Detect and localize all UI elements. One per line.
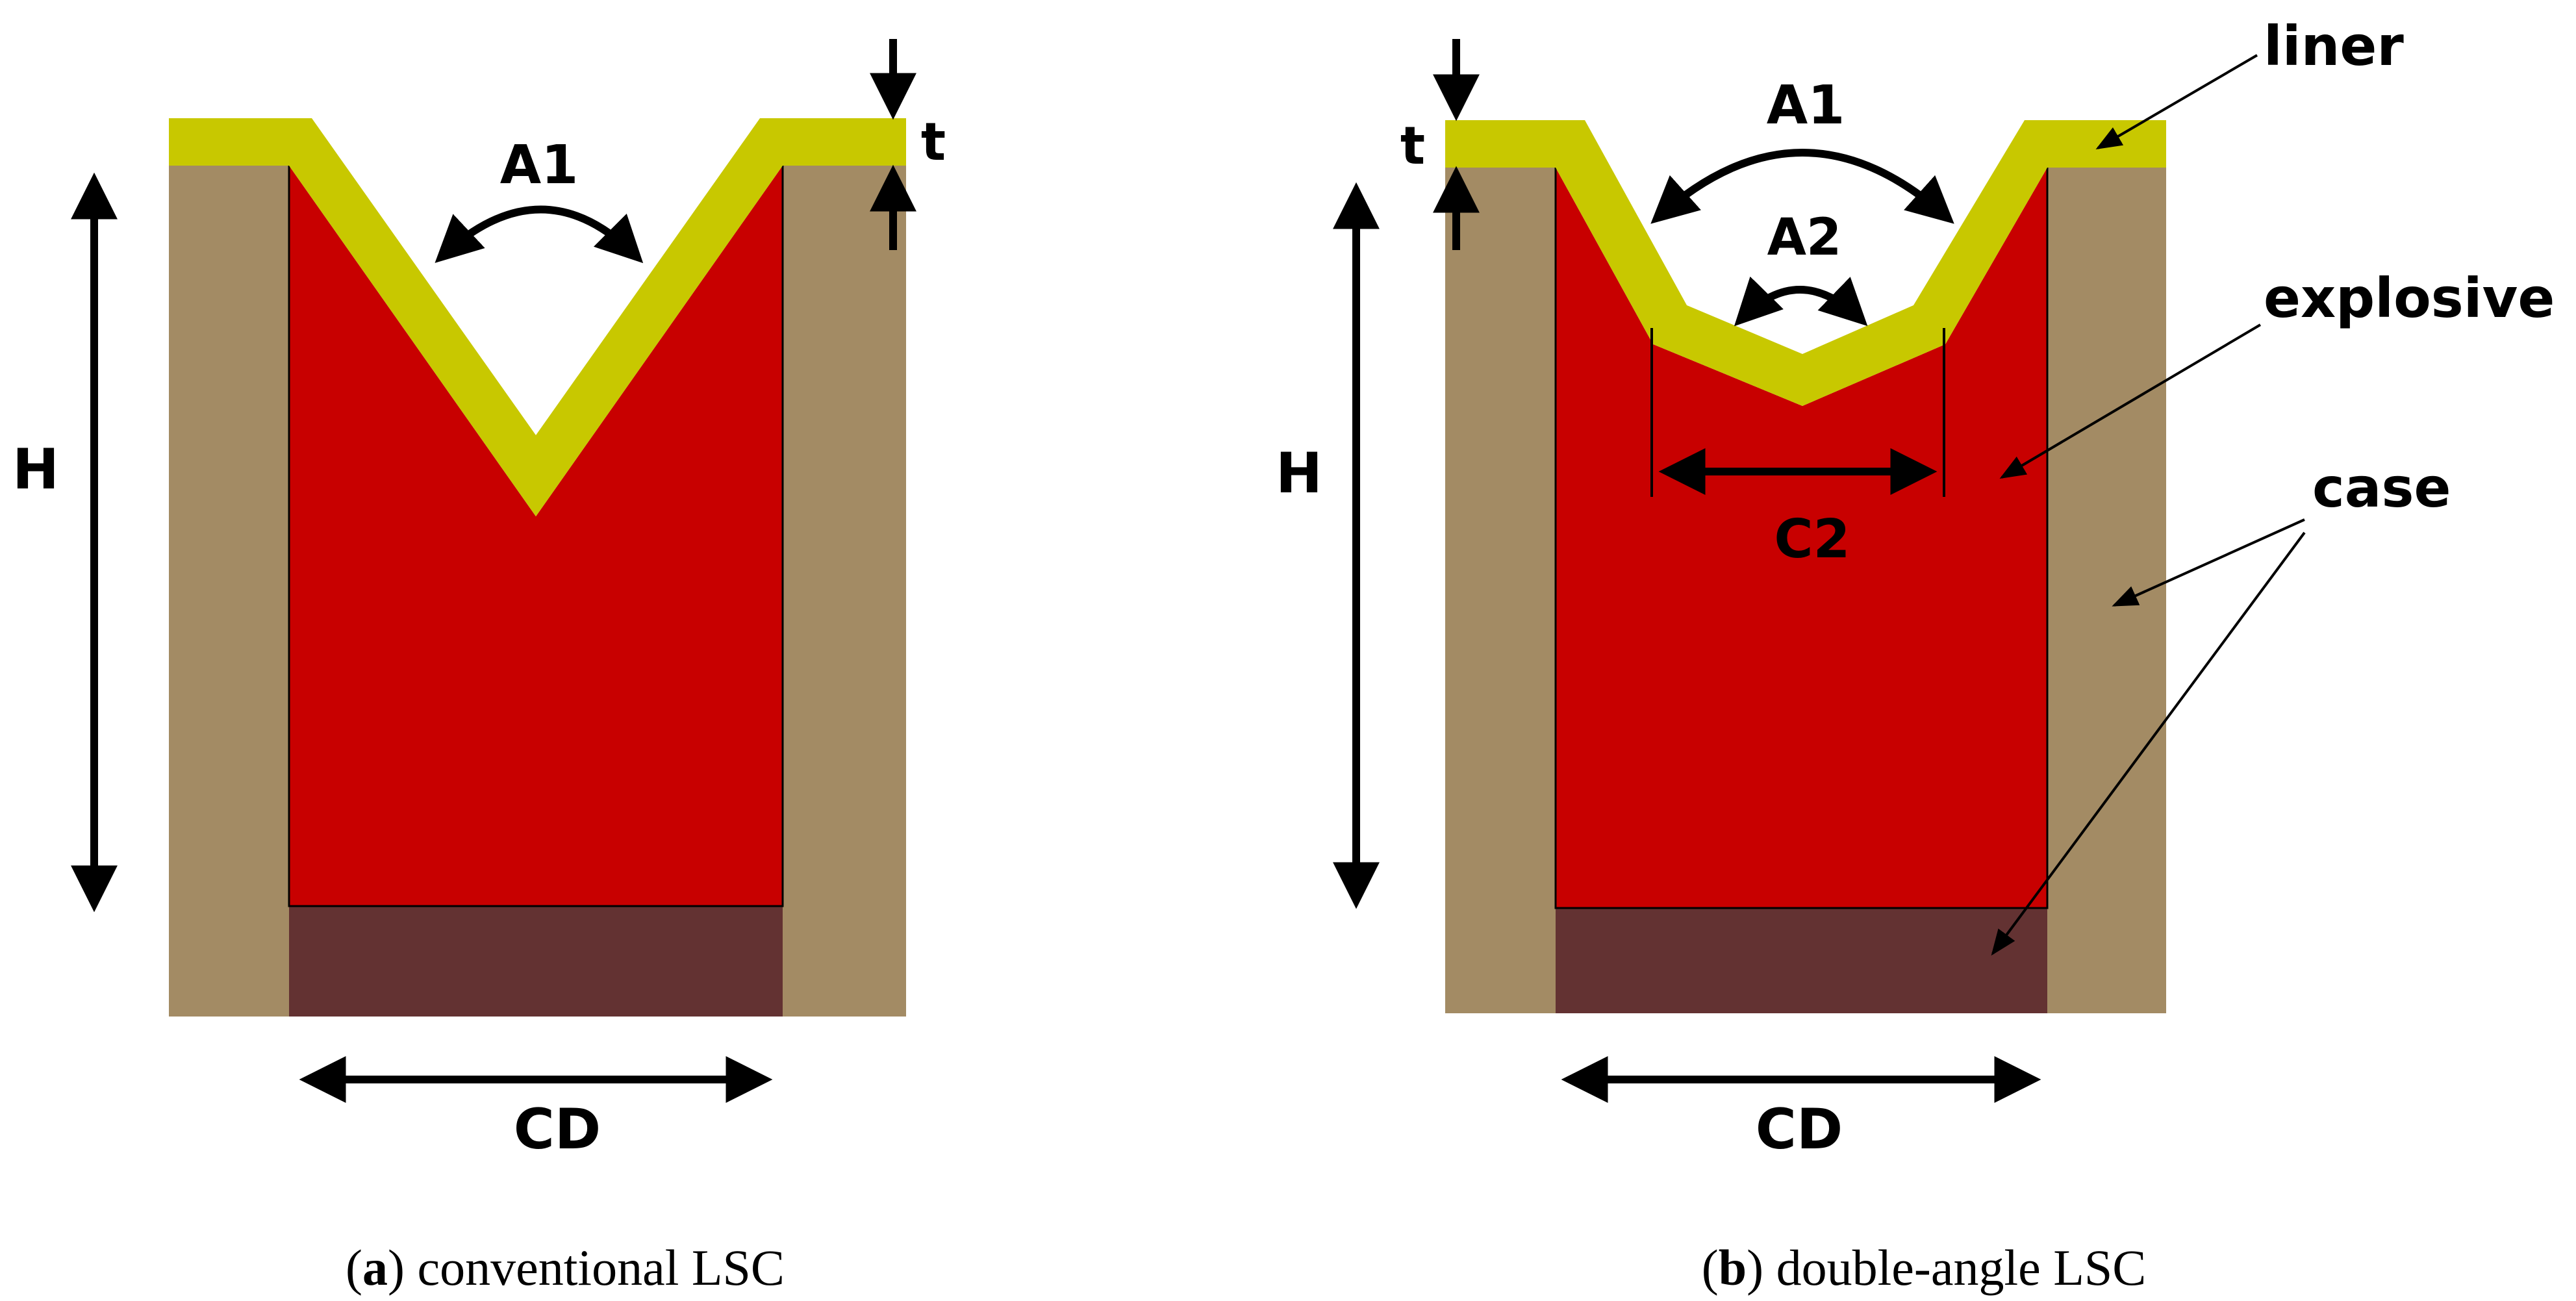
angle-a1-label: A1 [500, 134, 579, 196]
angle-a1-arrow [1650, 149, 1954, 224]
explosive-fill [1556, 168, 2047, 908]
height-h-label: H [1276, 441, 1322, 506]
angle-a1-label: A1 [1767, 75, 1845, 136]
panel-a-conventional-lsc: A1 H t CD (a) conventional LSC [12, 39, 946, 1296]
angle-a2-arrow [1734, 276, 1868, 327]
explosive-outline [1554, 168, 2049, 909]
case-left-wall [1445, 168, 1556, 1013]
callout-liner-label: liner [2264, 14, 2404, 78]
panel-b-double-angle-lsc: A1 A2 C2 H t CD liner explosive case (b)… [1276, 14, 2555, 1296]
angle-a2-label: A2 [1767, 208, 1842, 267]
caption-b: (b) double-angle LSC [1702, 1239, 2147, 1296]
caption-a: (a) conventional LSC [346, 1239, 785, 1296]
liner [169, 118, 906, 516]
case-right-wall [783, 166, 906, 1017]
caption-a-text: conventional LSC [405, 1239, 785, 1296]
thickness-t-label: t [921, 112, 946, 172]
case-bottom [289, 906, 783, 1017]
explosive-outline [288, 166, 784, 907]
thickness-t-label: t [1400, 116, 1425, 176]
angle-a1-arrow [435, 205, 644, 264]
width-cd-label: CD [1756, 1097, 1843, 1162]
callout-explosive-leader [1999, 323, 2262, 479]
case-left-wall [169, 166, 289, 1017]
case-bottom [1556, 908, 2047, 1013]
callout-case-leader-wall [2112, 518, 2305, 607]
caption-a-letter: a [362, 1239, 388, 1296]
height-h-label: H [12, 437, 59, 502]
callout-case-leader-bottom [1991, 531, 2306, 956]
callout-case-label: case [2312, 456, 2451, 520]
caption-b-letter: b [1719, 1239, 1747, 1296]
liner [1445, 120, 2166, 406]
caption-b-text: double-angle LSC [1763, 1239, 2146, 1296]
callout-liner-leader [2095, 54, 2258, 150]
width-c2-label: C2 [1774, 509, 1850, 570]
explosive-fill [289, 166, 783, 906]
callout-explosive-label: explosive [2264, 266, 2555, 330]
width-cd-label: CD [514, 1097, 601, 1162]
